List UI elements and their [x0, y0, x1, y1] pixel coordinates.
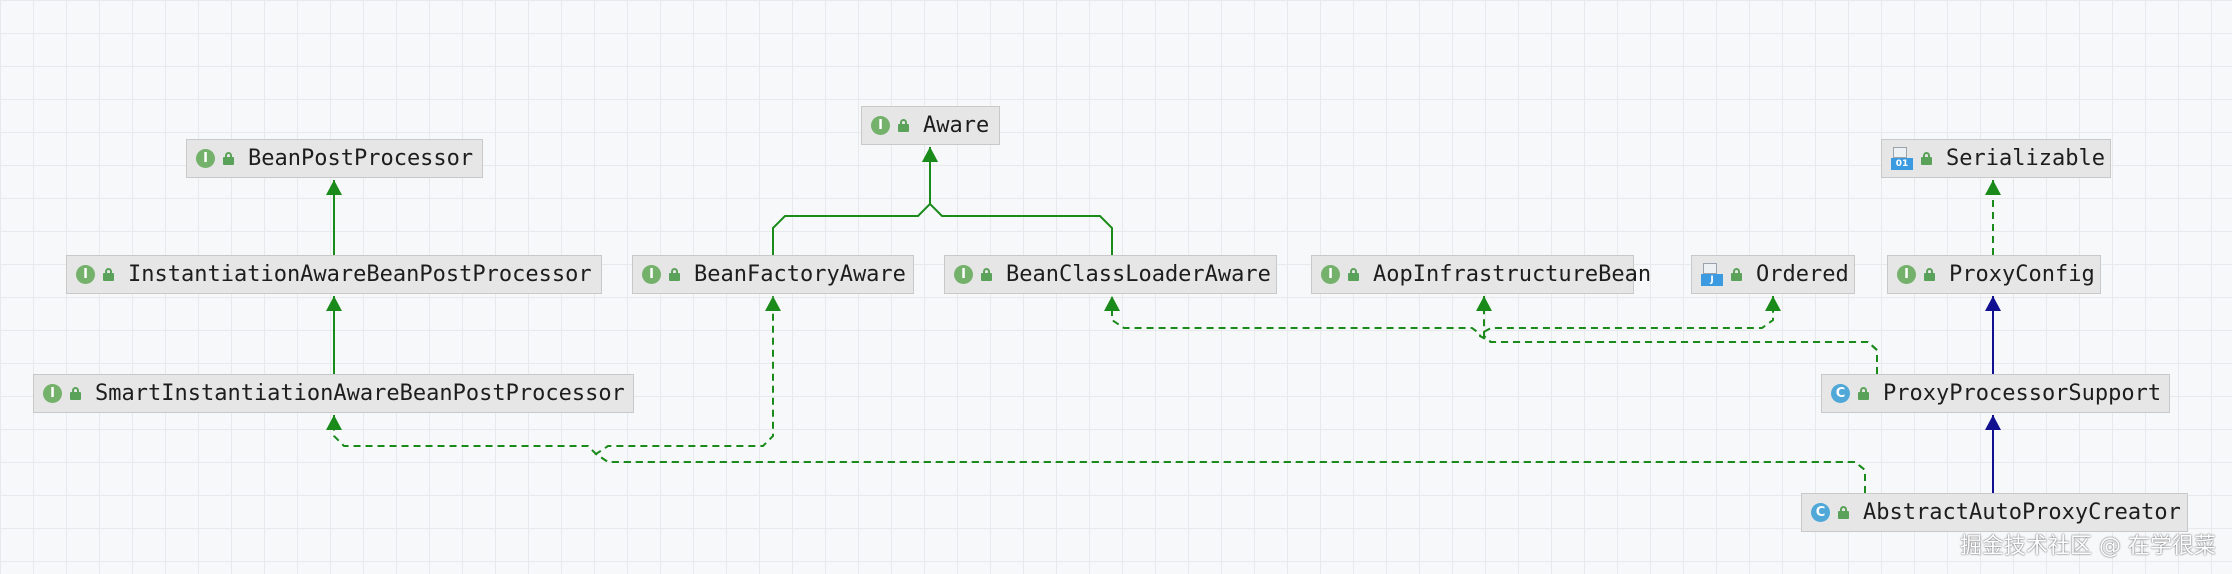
public-lock-icon [898, 119, 909, 132]
jar-interface-icon: J [1701, 262, 1723, 287]
interface-icon: I [642, 265, 661, 284]
public-lock-icon [103, 268, 114, 281]
node-label: BeanFactoryAware [694, 262, 906, 287]
arrowhead [326, 415, 342, 430]
class-icon: C [1831, 384, 1850, 403]
public-lock-icon [981, 268, 992, 281]
node-label: AbstractAutoProxyCreator [1863, 500, 2181, 525]
edge-abstract-auto-proxy-creator-to-smart-instantiation-aware [326, 415, 1866, 493]
node-bean-class-loader-aware[interactable]: I BeanClassLoaderAware [944, 255, 1277, 294]
node-serializable[interactable]: 01 Serializable [1881, 139, 2111, 178]
interface-icon: I [1321, 265, 1340, 284]
edge-proxy-config-to-serializable [1985, 180, 2001, 255]
arrowhead [1985, 180, 2001, 195]
node-bean-post-processor[interactable]: I BeanPostProcessor [186, 139, 483, 178]
interface-icon: I [43, 384, 62, 403]
edge-proxy-processor-support-to-ordered [1479, 296, 1878, 374]
edge-proxy-processor-support-to-bean-class-loader-aware [1104, 296, 1878, 374]
arrowhead [922, 147, 938, 162]
edge-proxy-processor-support-to-proxy-config [1985, 296, 2001, 374]
edge-proxy-processor-support-to-aop-infrastructure-bean [1476, 296, 1878, 374]
edge-bean-factory-aware-to-aware [772, 147, 938, 255]
node-bean-factory-aware[interactable]: I BeanFactoryAware [632, 255, 914, 294]
node-label: Ordered [1756, 262, 1849, 287]
node-label: ProxyProcessorSupport [1883, 381, 2162, 406]
public-lock-icon [1838, 506, 1849, 519]
edge-instantiation-aware-to-bean-post-processor [326, 180, 342, 255]
arrowhead [326, 296, 342, 311]
node-abstract-auto-proxy-creator[interactable]: C AbstractAutoProxyCreator [1801, 493, 2188, 532]
public-lock-icon [1924, 268, 1935, 281]
node-ordered[interactable]: J Ordered [1691, 255, 1855, 294]
public-lock-icon [1921, 152, 1932, 165]
interface-icon: I [76, 265, 95, 284]
node-proxy-config[interactable]: I ProxyConfig [1887, 255, 2101, 294]
interface-icon: I [1897, 265, 1916, 284]
node-label: AopInfrastructureBean [1373, 262, 1652, 287]
node-label: BeanClassLoaderAware [1006, 262, 1271, 287]
node-instantiation-aware-bean-post-processor[interactable]: I InstantiationAwareBeanPostProcessor [66, 255, 602, 294]
node-aware[interactable]: I Aware [861, 106, 1000, 145]
arrowhead [1476, 296, 1492, 311]
public-lock-icon [1858, 387, 1869, 400]
node-label: Aware [923, 113, 990, 138]
public-lock-icon [1348, 268, 1359, 281]
edge-bean-class-loader-aware-to-aware [922, 147, 1113, 255]
interface-icon: I [196, 149, 215, 168]
jar-interface-icon: 01 [1891, 146, 1913, 171]
node-label: InstantiationAwareBeanPostProcessor [128, 262, 592, 287]
arrowhead [765, 296, 781, 311]
public-lock-icon [223, 152, 234, 165]
arrowhead [1765, 296, 1781, 311]
arrowhead [1985, 296, 2001, 311]
public-lock-icon [70, 387, 81, 400]
edge-abstract-auto-proxy-creator-to-bean-factory-aware [594, 296, 1866, 493]
node-proxy-processor-support[interactable]: C ProxyProcessorSupport [1821, 374, 2170, 413]
node-label: ProxyConfig [1949, 262, 2095, 287]
edge-abstract-auto-proxy-creator-to-proxy-processor-support [1985, 415, 2001, 493]
interface-icon: I [954, 265, 973, 284]
interface-icon: I [871, 116, 890, 135]
abstract-class-icon: C [1811, 503, 1830, 522]
watermark: 掘金技术社区 @ 在学很菜 [1960, 534, 2216, 559]
arrowhead [326, 180, 342, 195]
node-smart-instantiation-aware-bean-post-processor[interactable]: I SmartInstantiationAwareBeanPostProcess… [33, 374, 634, 413]
node-label: BeanPostProcessor [248, 146, 474, 171]
arrowhead [1104, 296, 1120, 311]
node-aop-infrastructure-bean[interactable]: I AopInfrastructureBean [1311, 255, 1651, 294]
edge-smart-instantiation-aware-to-instantiation-aware [326, 296, 342, 374]
node-label: SmartInstantiationAwareBeanPostProcessor [95, 381, 625, 406]
arrowhead [1985, 415, 2001, 430]
public-lock-icon [669, 268, 680, 281]
public-lock-icon [1731, 268, 1742, 281]
arrowhead [922, 147, 938, 162]
node-label: Serializable [1946, 146, 2105, 171]
